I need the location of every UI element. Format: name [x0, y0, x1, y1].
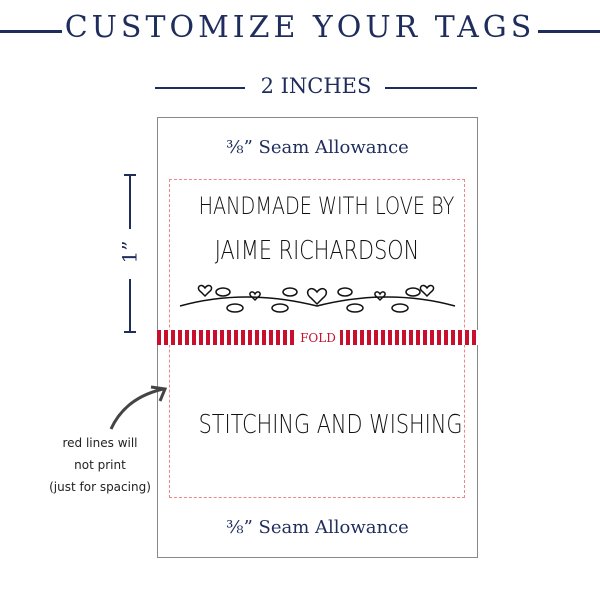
- seam-allowance-top: ⅜” Seam Allowance: [226, 137, 409, 158]
- heart-vine-ornament: [179, 284, 456, 313]
- width-dimension-line-right: [385, 87, 477, 89]
- note-line: red lines will: [62, 436, 138, 450]
- note-text: red lines will not print (just for spaci…: [30, 432, 170, 498]
- seam-allowance-bottom: ⅜” Seam Allowance: [226, 517, 409, 538]
- page-title: CUSTOMIZE YOUR TAGS: [64, 10, 536, 45]
- height-dimension-line: [124, 174, 136, 333]
- title-rule-right: [538, 30, 600, 33]
- note-line: (just for spacing): [49, 480, 151, 494]
- fold-label: FOLD: [296, 330, 340, 345]
- width-dimension-line-left: [155, 87, 245, 89]
- tag-back-text: STITCHING AND WISHING: [198, 410, 463, 440]
- width-label: 2 INCHES: [260, 74, 372, 98]
- tag-line-2: JAIME RICHARDSON: [214, 236, 420, 266]
- title-rule-left: [0, 30, 62, 33]
- tag-line-1: HANDMADE WITH LOVE BY: [198, 192, 455, 220]
- height-label: 1”: [117, 240, 142, 264]
- arrow-icon: [109, 385, 168, 430]
- note-line: not print: [74, 458, 126, 472]
